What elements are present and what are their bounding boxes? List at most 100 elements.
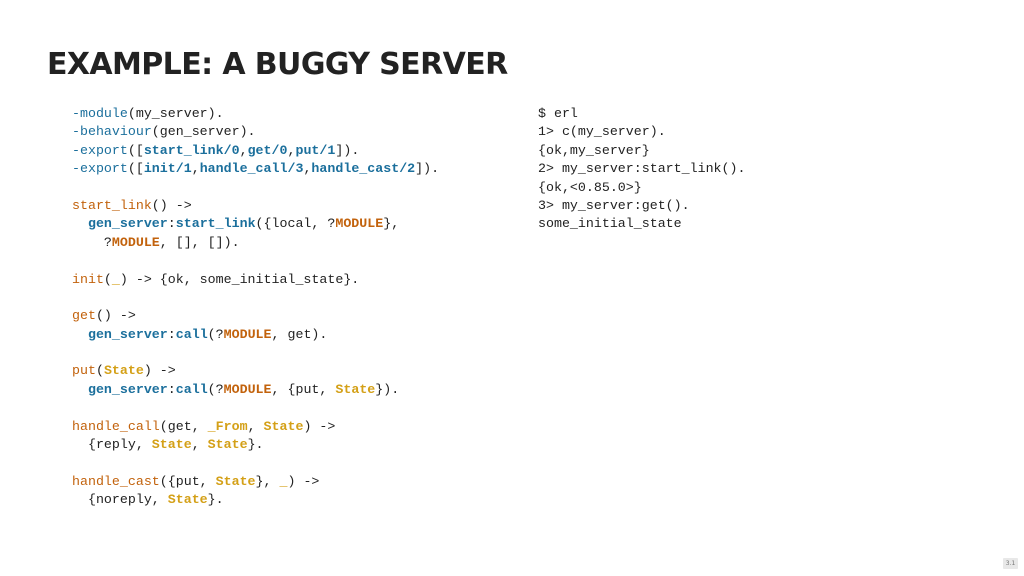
- code-token-plain: () ->: [151, 197, 192, 213]
- code-token-var: _From: [207, 418, 248, 434]
- code-token-call: start_link/0: [143, 142, 240, 158]
- code-line: {noreply, State}.: [72, 491, 492, 509]
- code-token-plain: ]).: [415, 161, 440, 177]
- code-token-var: State: [263, 418, 304, 434]
- code-token-plain: ]).: [335, 142, 360, 158]
- code-line: -export([start_link/0,get/0,put/1]).: [72, 142, 492, 160]
- code-line: [72, 454, 492, 472]
- code-token-plain: :: [167, 326, 176, 342]
- code-token-plain: :: [167, 216, 176, 232]
- code-token-var: _: [111, 271, 120, 287]
- code-token-plain: ({local, ?: [255, 216, 336, 232]
- code-line: [72, 289, 492, 307]
- code-token-plain: }.: [207, 492, 224, 508]
- code-line: -module(my_server).: [72, 105, 492, 123]
- code-line: [72, 344, 492, 362]
- code-token-plain: (?: [207, 326, 224, 342]
- code-token-plain: (?: [207, 381, 224, 397]
- code-token-macro: MODULE: [223, 381, 272, 397]
- code-line: -export([init/1,handle_call/3,handle_cas…: [72, 160, 492, 178]
- code-token-mod: gen_server: [87, 216, 168, 232]
- code-token-plain: ([: [127, 142, 144, 158]
- code-token-plain: ) ->: [287, 473, 320, 489]
- code-token-plain: }).: [375, 381, 400, 397]
- code-token-call: get/0: [247, 142, 288, 158]
- code-token-var: State: [207, 437, 248, 453]
- code-token-plain: :: [167, 381, 176, 397]
- code-line: put(State) ->: [72, 362, 492, 380]
- code-token-plain: (gen_server).: [151, 124, 256, 140]
- code-token-var: State: [103, 363, 144, 379]
- code-token-macro: MODULE: [223, 326, 272, 342]
- code-token-call: call: [175, 326, 208, 342]
- code-line: init(_) -> {ok, some_initial_state}.: [72, 271, 492, 289]
- code-token-plain: ,: [239, 142, 248, 158]
- page-number-badge: 3.1: [1003, 558, 1018, 569]
- code-token-plain: }.: [247, 437, 264, 453]
- code-token-plain: },: [383, 216, 400, 232]
- code-token-call: handle_call/3: [199, 161, 304, 177]
- shell-line: 3> my_server:get().: [538, 197, 690, 213]
- shell-line: 1> c(my_server).: [538, 124, 666, 140]
- shell-line: $ erl: [538, 106, 578, 121]
- code-token-plain: ,: [191, 437, 208, 453]
- code-token-call: call: [175, 381, 208, 397]
- code-token-fn: init: [72, 271, 104, 287]
- code-token-var: State: [215, 473, 256, 489]
- slide-title: EXAMPLE: A BUGGY SERVER: [47, 47, 508, 82]
- code-token-var: State: [167, 492, 208, 508]
- code-token-var: State: [151, 437, 192, 453]
- shell-line: {ok,my_server}: [538, 142, 650, 158]
- code-token-call: handle_cast/2: [311, 161, 416, 177]
- code-token-plain: },: [255, 473, 280, 489]
- code-token-plain: [72, 327, 88, 342]
- code-token-attr: -export: [72, 142, 128, 158]
- code-token-plain: , get).: [271, 326, 328, 342]
- code-token-macro: MODULE: [335, 216, 384, 232]
- code-token-plain: (my_server).: [127, 106, 224, 121]
- code-token-plain: ) ->: [143, 363, 176, 379]
- code-token-plain: [72, 382, 88, 397]
- code-line: {reply, State, State}.: [72, 436, 492, 454]
- code-token-plain: ) -> {ok, some_initial_state}.: [119, 271, 360, 287]
- code-token-call: init/1: [143, 161, 192, 177]
- code-token-attr: -behaviour: [72, 124, 152, 140]
- code-line: [72, 399, 492, 417]
- code-token-fn: start_link: [72, 197, 152, 213]
- code-token-plain: ) ->: [303, 418, 336, 434]
- code-token-plain: {noreply,: [72, 492, 168, 508]
- code-token-plain: (: [103, 271, 112, 287]
- code-token-plain: (get,: [159, 418, 208, 434]
- code-token-call: start_link: [175, 216, 256, 232]
- code-token-plain: ,: [287, 142, 296, 158]
- code-token-plain: ({put,: [159, 473, 216, 489]
- shell-line: some_initial_state: [538, 216, 682, 232]
- code-token-var: _: [279, 473, 288, 489]
- code-token-plain: ,: [247, 418, 264, 434]
- code-token-plain: ,: [191, 161, 200, 177]
- code-token-attr: -export: [72, 161, 128, 177]
- code-token-mod: gen_server: [87, 326, 168, 342]
- code-token-fn: get: [72, 308, 96, 324]
- shell-line: {ok,<0.85.0>}: [538, 179, 642, 195]
- code-token-mod: gen_server: [87, 381, 168, 397]
- code-token-plain: {reply,: [72, 437, 152, 453]
- code-token-var: State: [335, 381, 376, 397]
- code-line: handle_cast({put, State}, _) ->: [72, 473, 492, 491]
- code-line: gen_server:call(?MODULE, get).: [72, 326, 492, 344]
- code-token-fn: handle_call: [72, 418, 160, 434]
- code-line: start_link() ->: [72, 197, 492, 215]
- code-token-plain: () ->: [95, 308, 136, 324]
- code-token-plain: ?: [72, 234, 112, 250]
- code-token-plain: , {put,: [271, 381, 336, 397]
- code-token-fn: put: [72, 363, 96, 379]
- code-token-plain: ([: [127, 161, 144, 177]
- code-line: gen_server:call(?MODULE, {put, State}).: [72, 381, 492, 399]
- code-token-plain: ,: [303, 161, 312, 177]
- code-token-macro: MODULE: [111, 234, 160, 250]
- code-line: gen_server:start_link({local, ?MODULE},: [72, 215, 492, 233]
- code-token-plain: , [], []).: [159, 234, 240, 250]
- code-token-fn: handle_cast: [72, 473, 160, 489]
- code-line: -behaviour(gen_server).: [72, 123, 492, 141]
- shell-line: 2> my_server:start_link().: [538, 161, 746, 177]
